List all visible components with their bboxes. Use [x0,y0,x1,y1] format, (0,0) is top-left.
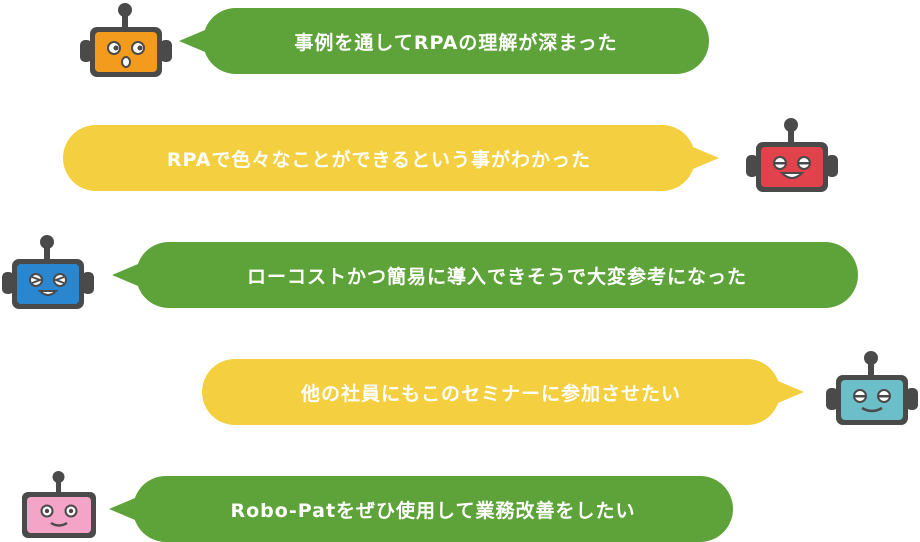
robot-orange-icon [78,0,174,80]
comment-bubble-3: ローコストかつ簡易に導入できそうで大変参考になった [112,242,858,308]
comment-bubble-5: Robo-Patをぜひ使用して業務改善をしたい [109,476,733,542]
robot-blue-icon [0,232,96,312]
comment-bubble-2: RPAで色々なことができるという事がわかった [63,125,719,191]
comment-bubble-1: 事例を通してRPAの理解が深まった [179,8,709,74]
robot-red-icon [744,115,840,195]
comment-text: RPAで色々なことができるという事がわかった [166,148,592,171]
comment-text: 他の社員にもこのセミナーに参加させたい [300,382,681,405]
comment-bubble-4: 他の社員にもこのセミナーに参加させたい [202,359,804,425]
comment-text: Robo-Patをぜひ使用して業務改善をしたい [230,499,636,522]
comment-text: ローコストかつ簡易に導入できそうで大変参考になった [246,265,747,288]
bubble-tail [179,30,205,52]
bubble-tail [112,264,138,286]
bubble-tail [778,381,804,403]
bubble-tail [693,147,719,169]
robot-teal-icon [824,348,920,428]
robot-pink-icon [19,468,99,540]
bubble-tail [109,498,135,520]
comment-text: 事例を通してRPAの理解が深まった [294,31,618,54]
